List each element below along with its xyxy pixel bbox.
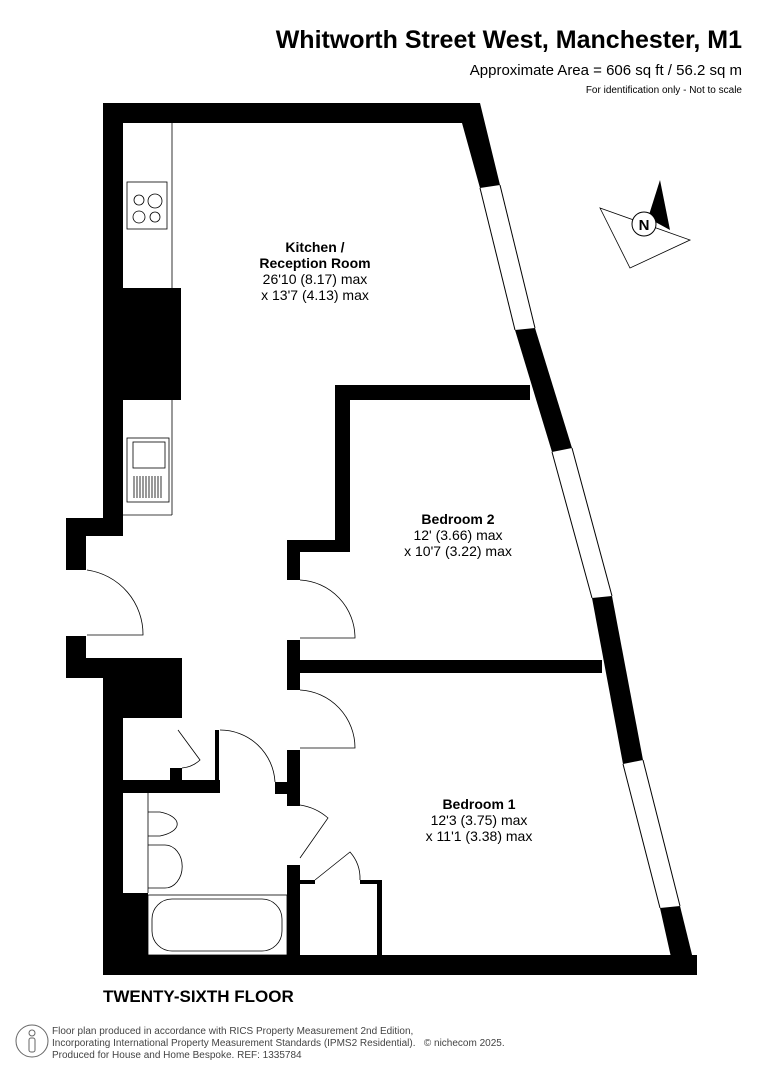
property-title: Whitworth Street West, Manchester, M1 xyxy=(275,26,742,54)
room-name: Bedroom 1 xyxy=(442,796,516,812)
basin-icon xyxy=(148,844,183,889)
room-name: Reception Room xyxy=(259,255,371,271)
footer-line-3: Produced for House and Home Bespoke. REF… xyxy=(52,1050,302,1061)
toilet-icon xyxy=(148,811,178,837)
room-bedroom-2: Bedroom 2 12' (3.66) max x 10'7 (3.22) m… xyxy=(404,511,512,559)
room-dimension: x 13'7 (4.13) max xyxy=(261,287,369,303)
room-name: Kitchen / xyxy=(285,239,345,255)
approximate-area: Approximate Area = 606 sq ft / 56.2 sq m xyxy=(469,62,742,79)
compass-icon: N xyxy=(599,180,692,269)
footer-standards: Incorporating International Property Mea… xyxy=(52,1038,416,1049)
footer-line-1: Floor plan produced in accordance with R… xyxy=(52,1026,414,1037)
footer-line-2: Incorporating International Property Mea… xyxy=(52,1038,505,1049)
fixtures xyxy=(86,123,361,956)
room-dimension: x 11'1 (3.38) max xyxy=(425,828,533,844)
room-kitchen-reception: Kitchen / Reception Room 26'10 (8.17) ma… xyxy=(259,239,370,303)
room-dimension: x 10'7 (3.22) max xyxy=(404,543,512,559)
compass-north-label: N xyxy=(639,217,650,234)
floor-label: TWENTY-SIXTH FLOOR xyxy=(103,987,294,1006)
walls xyxy=(66,103,697,975)
room-dimension: 12' (3.66) max xyxy=(413,527,503,543)
scale-note: For identification only - Not to scale xyxy=(585,85,742,96)
hob-icon xyxy=(126,181,168,230)
sink-icon xyxy=(126,437,170,503)
room-name: Bedroom 2 xyxy=(421,511,495,527)
room-dimension: 12'3 (3.75) max xyxy=(430,812,528,828)
room-dimension: 26'10 (8.17) max xyxy=(262,271,368,287)
bath-icon xyxy=(151,898,283,952)
footer-copyright: © nichecom 2025. xyxy=(423,1038,505,1049)
room-bedroom-1: Bedroom 1 12'3 (3.75) max x 11'1 (3.38) … xyxy=(426,796,533,844)
